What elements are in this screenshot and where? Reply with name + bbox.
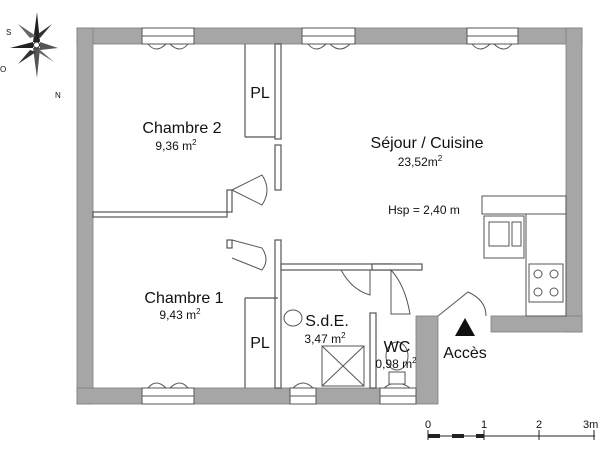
window-chambre2-icon	[141, 27, 195, 50]
scale-tick-1: 1	[481, 419, 487, 431]
toilet-icon	[385, 341, 409, 371]
doors	[231, 174, 487, 317]
entrance-arrow-icon	[455, 318, 475, 336]
chambre1-name: Chambre 1	[144, 290, 223, 307]
compass-rose-icon: S O N	[0, 12, 61, 100]
scale-tick-2: 2	[536, 419, 542, 431]
placard-top-label: PL	[250, 85, 270, 102]
scale-tick-3: 3m	[583, 419, 598, 431]
ceiling-height: Hsp = 2,40 m	[388, 203, 460, 217]
door-wc-icon	[390, 268, 411, 315]
sde-name: S.d.E.	[305, 313, 349, 330]
sejour-name: Séjour / Cuisine	[371, 135, 484, 152]
wc-name: WC	[384, 339, 411, 356]
compass-letter-o: O	[0, 65, 6, 74]
door-entrance-icon	[437, 291, 487, 317]
cooktop-icon	[528, 263, 564, 303]
sde-fixtures	[283, 309, 409, 387]
scale-bar: 0 1 2 3m	[425, 419, 598, 440]
window-sejour-left-icon	[301, 27, 356, 50]
door-chambre1-icon	[231, 239, 267, 271]
scale-tick-0: 0	[425, 419, 431, 431]
windows	[141, 27, 519, 405]
compass-letter-s: S	[6, 28, 11, 37]
exterior-walls	[76, 27, 583, 405]
scale-segment	[452, 434, 464, 438]
placard-bottom-label: PL	[250, 335, 270, 352]
scale-segment	[428, 434, 440, 438]
window-sejour-right-icon	[466, 27, 519, 50]
entrance-label: Accès	[443, 345, 487, 362]
scale-segment	[476, 434, 484, 438]
window-wc-icon	[379, 382, 417, 405]
kitchen-counter	[481, 195, 567, 317]
washbasin-icon	[283, 309, 303, 327]
chambre2-area: 9,36 m2	[155, 138, 197, 153]
wc-area: 0,98 m2	[375, 356, 417, 371]
door-chambre2-icon	[231, 174, 268, 206]
sejour-area: 23,52m2	[398, 154, 443, 169]
window-sde-icon	[289, 382, 317, 405]
sde-area: 3,47 m2	[304, 331, 346, 346]
interior-walls	[92, 43, 423, 389]
chambre1-area: 9,43 m2	[159, 307, 201, 322]
room-labels: Chambre 2 9,36 m2 PL Séjour / Cuisine 23…	[142, 85, 486, 371]
compass-letter-n: N	[55, 91, 61, 100]
window-chambre1-icon	[141, 382, 195, 405]
door-sde-icon	[340, 269, 371, 296]
chambre2-name: Chambre 2	[142, 120, 221, 137]
